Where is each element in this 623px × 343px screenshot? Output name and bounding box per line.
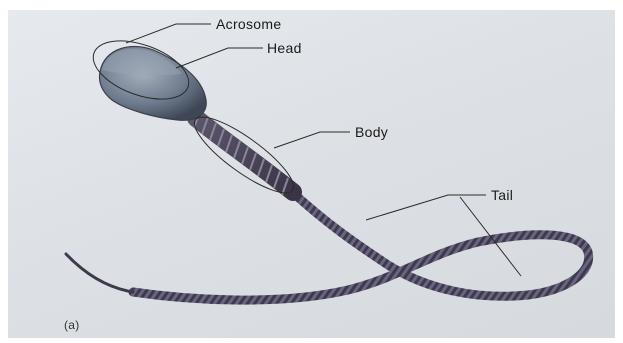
body-label: Body <box>355 124 388 140</box>
leader-lines <box>126 24 521 276</box>
head-label: Head <box>267 40 302 56</box>
tail-end-shape <box>66 254 133 292</box>
panel-label: (a) <box>64 318 80 332</box>
tail-label: Tail <box>491 187 513 203</box>
acrosome-label: Acrosome <box>216 16 281 32</box>
sperm-cell-diagram <box>8 10 615 338</box>
body-leader <box>274 132 350 148</box>
acrosome-leader <box>126 24 211 43</box>
head-leader <box>176 48 263 68</box>
tail-shape <box>133 190 589 300</box>
diagram-frame: Acrosome Head Body Tail (a) <box>8 10 615 338</box>
